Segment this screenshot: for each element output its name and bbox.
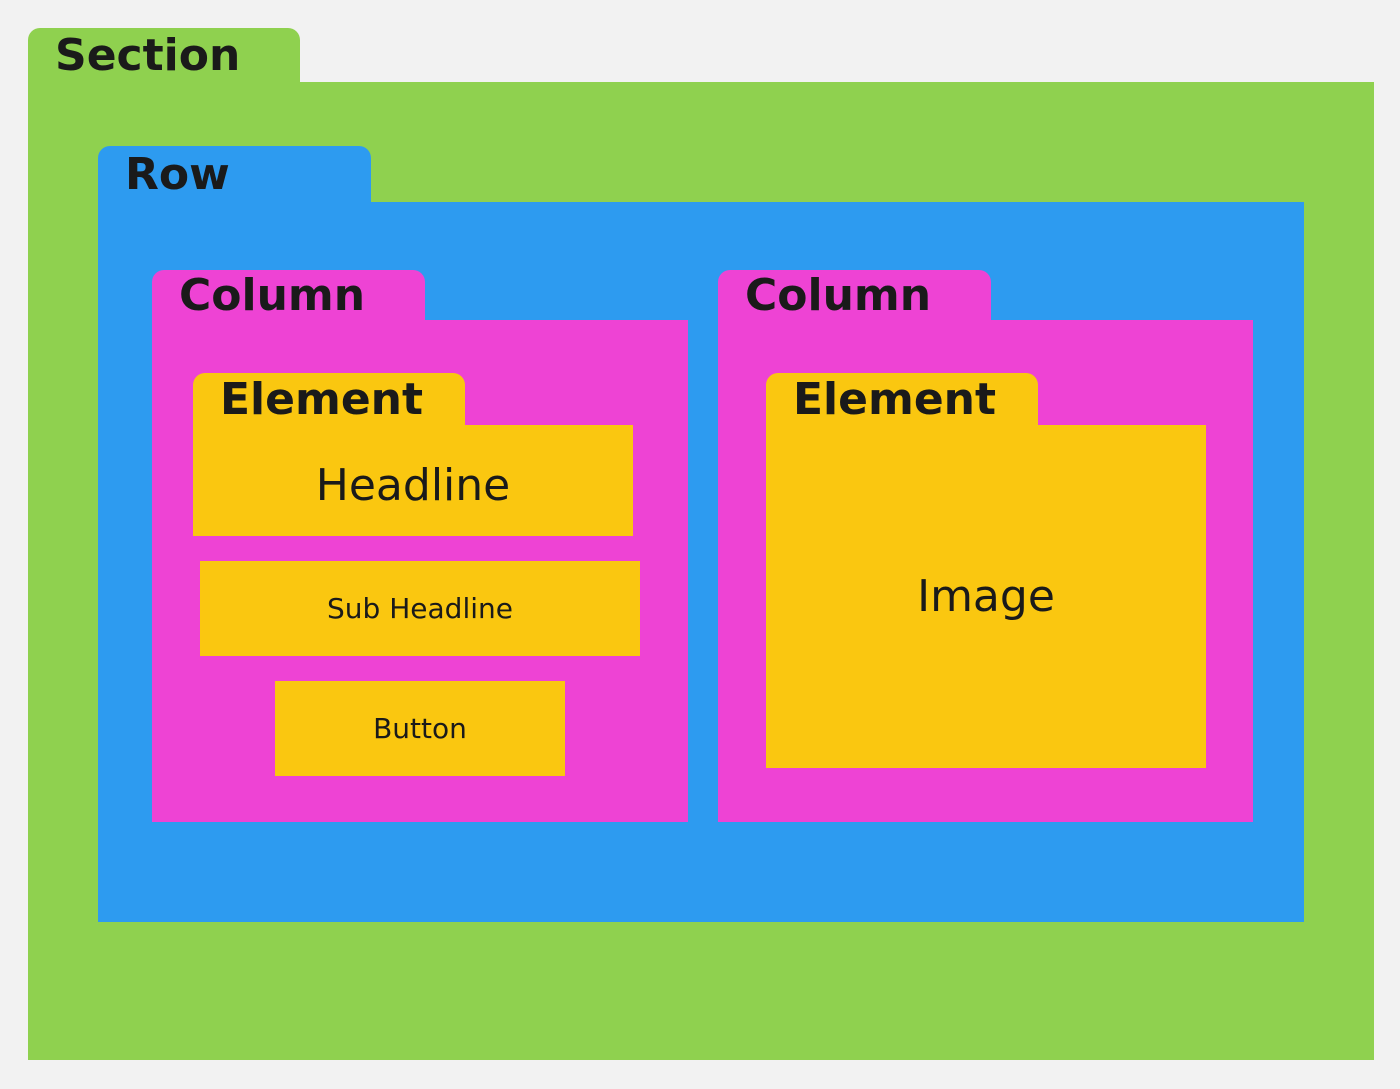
sub-headline-element: Sub Headline bbox=[200, 561, 640, 656]
column-tab-right: Column bbox=[718, 270, 991, 322]
button-element: Button bbox=[275, 681, 565, 776]
element-tab-left: Element bbox=[193, 373, 465, 427]
column-tab-left: Column bbox=[152, 270, 425, 322]
element-label-right: Element bbox=[793, 374, 997, 425]
headline-element: Headline bbox=[193, 425, 633, 536]
sub-headline-text: Sub Headline bbox=[327, 592, 513, 625]
button-text: Button bbox=[373, 712, 467, 745]
element-tab-right: Element bbox=[766, 373, 1038, 427]
column-label-left: Column bbox=[179, 270, 366, 321]
row-tab: Row bbox=[98, 146, 371, 204]
element-label-left: Element bbox=[220, 374, 424, 425]
headline-text: Headline bbox=[315, 460, 511, 511]
row-label: Row bbox=[125, 149, 230, 200]
section-label: Section bbox=[55, 30, 241, 81]
column-label-right: Column bbox=[745, 270, 932, 321]
section-tab: Section bbox=[28, 28, 300, 84]
image-element: Image bbox=[766, 425, 1206, 768]
image-text: Image bbox=[917, 571, 1055, 622]
